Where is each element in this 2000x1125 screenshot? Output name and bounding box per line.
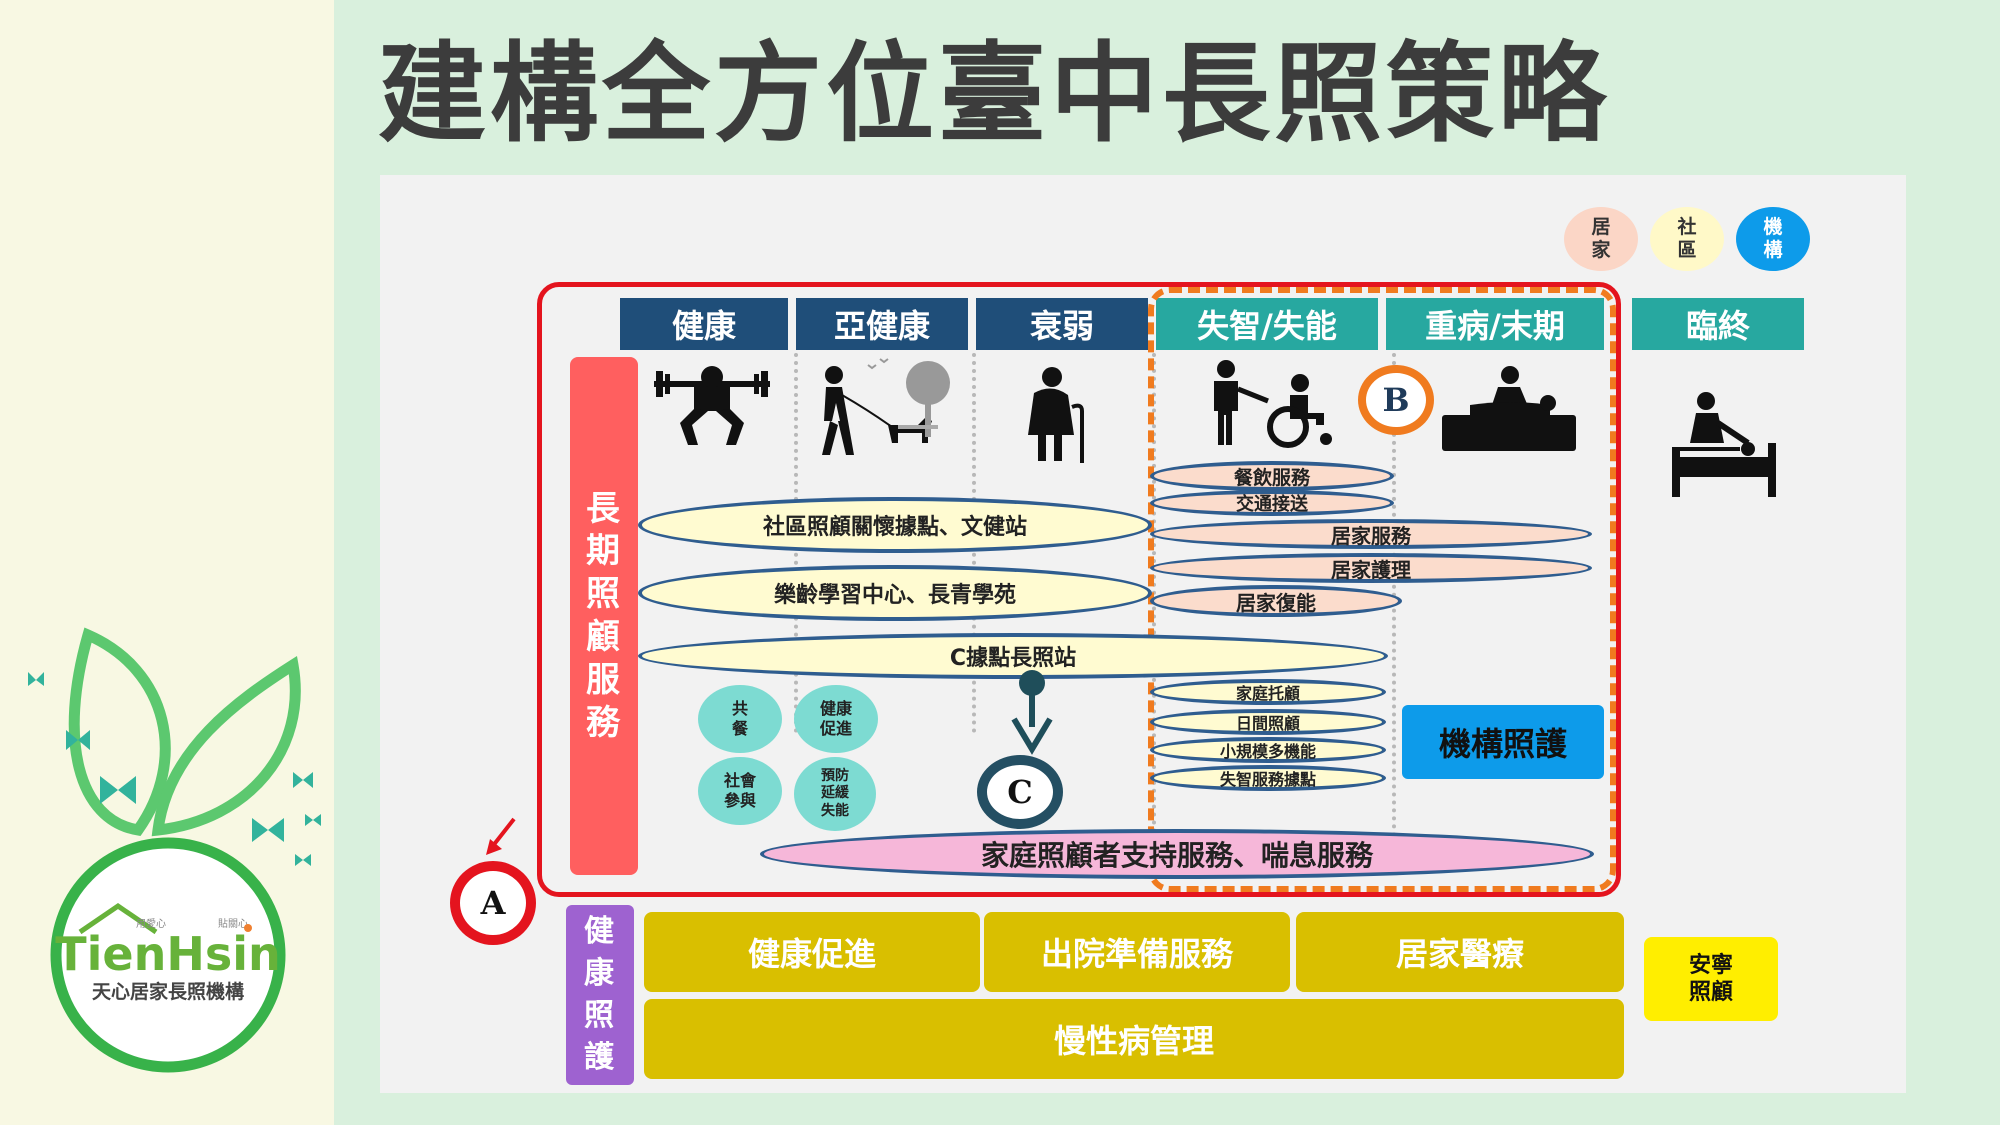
col-header-terminal: 重病/末期: [1386, 298, 1604, 350]
home-medical-bar: 居家醫療: [1296, 912, 1624, 992]
community-care-station: 社區照顧關懷據點、文健站: [638, 497, 1152, 553]
logo-brand: TienHsin: [55, 927, 281, 981]
home-service: 居家服務: [1150, 519, 1592, 549]
patient-bed-icon: [1442, 366, 1576, 451]
legend-home: 居家: [1564, 207, 1638, 271]
bubble-prevent-disability-label: 預防 延緩 失能: [821, 767, 849, 819]
elderly-cane-icon: [1028, 367, 1084, 463]
dog-walker-icon: [822, 358, 950, 455]
bubble-prevent-disability: 預防 延緩 失能: [794, 757, 876, 831]
page-title: 建構全方位臺中長照策略: [378, 32, 1611, 157]
butterfly-icon: [28, 672, 321, 866]
column-divider: [1152, 353, 1156, 833]
leaf-icon: [68, 627, 171, 836]
ltc-frame: [537, 282, 1621, 897]
bubble-social-participation: 社會 參與: [698, 757, 782, 825]
institution-care: 機構照護: [1402, 705, 1604, 779]
home-nursing: 居家護理: [1150, 553, 1592, 583]
small-multifunction: 小規模多機能: [1150, 737, 1386, 763]
col-header-dementia: 失智/失能: [1156, 298, 1378, 350]
chronic-disease-bar: 慢性病管理: [644, 999, 1624, 1079]
health-care-label-text: 健康照護: [584, 914, 614, 1075]
logo-tagline-left: 用愛心: [136, 917, 166, 930]
bubble-communal-meal-label: 共 餐: [731, 699, 748, 738]
c-station: C據點長照站: [638, 633, 1388, 679]
day-care: 日間照顧: [1150, 709, 1386, 735]
badge-b: B: [1358, 365, 1434, 435]
family-care: 家庭托顧: [1150, 679, 1386, 705]
home-community-frame: [1148, 287, 1616, 892]
col-header-dying: 臨終: [1632, 298, 1804, 350]
dementia-service-point: 失智服務據點: [1150, 765, 1386, 791]
legend-institution-label: 機構: [1763, 216, 1783, 261]
discharge-planning-bar: 出院準備服務: [984, 912, 1290, 992]
arrow-icon: [486, 817, 516, 855]
badge-a: A: [450, 861, 536, 945]
diagram-canvas: 居家 社區 機構 健康 亞健康 衰弱 失智/失能 重病/末期 臨終 長期照顧服務: [380, 175, 1906, 1093]
col-header-frail: 衰弱: [976, 298, 1148, 350]
legend-home-label: 居家: [1591, 216, 1611, 261]
home-rehab: 居家復能: [1150, 585, 1402, 617]
bubble-health-promotion: 健康 促進: [794, 685, 878, 753]
logo-name: 天心居家長照機構: [92, 980, 244, 1003]
meal-service: 餐飲服務: [1150, 461, 1394, 491]
bubble-health-promotion-label: 健康 促進: [819, 699, 852, 738]
health-care-label: 健康照護: [566, 905, 634, 1085]
logo-tagline-right: 貼關心: [218, 917, 248, 930]
house-icon: [78, 902, 158, 935]
ltc-label: 長期照顧服務: [570, 357, 638, 875]
transport-service: 交通接送: [1150, 490, 1394, 516]
ltc-label-text: 長期照顧服務: [586, 488, 620, 743]
caregiver-wheelchair-icon: [1214, 360, 1332, 448]
badge-c: C: [977, 755, 1063, 829]
tienhsin-logo: 用愛心 貼關心 TienHsin 天心居家長照機構: [28, 627, 321, 1073]
caregiver-support: 家庭照顧者支持服務、喘息服務: [760, 829, 1594, 879]
col-header-healthy: 健康: [620, 298, 788, 350]
legend-institution: 機構: [1736, 207, 1810, 271]
legend-community-label: 社區: [1677, 216, 1697, 261]
hospice-care-label: 安寧照顧: [1688, 952, 1733, 1006]
bubble-communal-meal: 共 餐: [698, 685, 782, 753]
col-header-subhealthy: 亞健康: [796, 298, 968, 350]
bubble-social-participation-label: 社會 參與: [723, 771, 756, 810]
hospice-care: 安寧照顧: [1644, 937, 1778, 1021]
location-pin-icon: [1011, 670, 1053, 755]
health-promotion-bar: 健康促進: [644, 912, 980, 992]
senior-learning-center: 樂齡學習中心、長青學苑: [638, 565, 1152, 621]
leaf-icon: [151, 655, 301, 837]
weightlifter-icon: [654, 366, 770, 445]
legend-community: 社區: [1650, 207, 1724, 271]
deathbed-icon: [1672, 392, 1776, 497]
